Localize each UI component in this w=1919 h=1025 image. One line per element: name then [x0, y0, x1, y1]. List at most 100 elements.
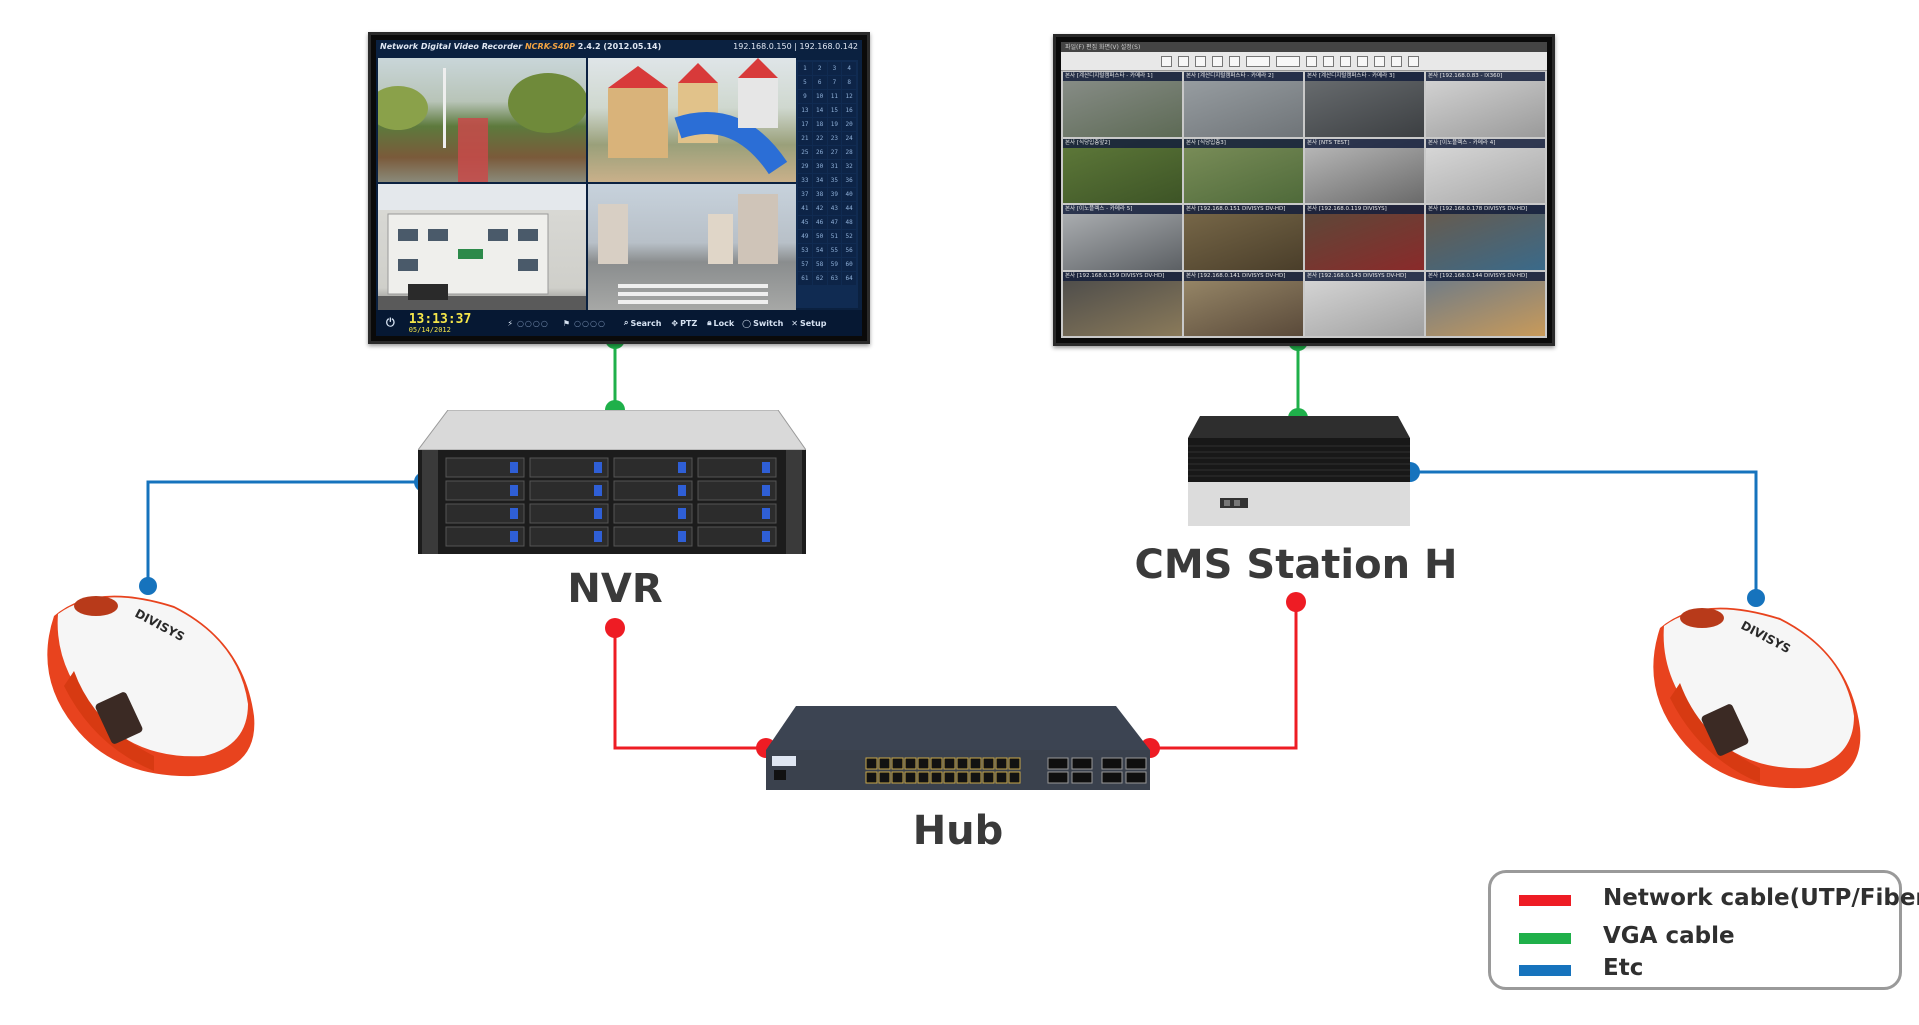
record-icon[interactable] — [1340, 55, 1351, 67]
add-icon[interactable] — [1408, 55, 1419, 67]
switch-menu[interactable]: Switch — [753, 318, 784, 328]
setup-menu[interactable]: Setup — [799, 318, 827, 328]
nvr-channel-button[interactable]: 31 — [827, 160, 842, 173]
nvr-channel-button[interactable]: 22 — [812, 132, 827, 145]
rotate-icon[interactable] — [1306, 55, 1317, 67]
nvr-channel-button[interactable]: 25 — [798, 146, 812, 159]
layout-9-icon[interactable] — [1195, 55, 1206, 67]
nvr-channel-button[interactable]: 4 — [842, 62, 856, 75]
layout-16-icon[interactable] — [1212, 55, 1223, 67]
nvr-channel-button[interactable]: 50 — [812, 230, 827, 243]
nvr-channel-button[interactable]: 3 — [827, 62, 842, 75]
nvr-channel-button[interactable]: 8 — [842, 76, 856, 89]
nvr-channel-button[interactable]: 56 — [842, 244, 856, 257]
nvr-camera-view-1[interactable] — [378, 58, 586, 182]
page-stepper-icon[interactable] — [1246, 55, 1270, 67]
ptz-menu[interactable]: PTZ — [680, 318, 698, 328]
nvr-channel-button[interactable]: 41 — [798, 202, 812, 215]
cms-camera-tile[interactable]: 본사 [이노플렉스 - 카메라 4] — [1426, 138, 1545, 203]
nvr-channel-button[interactable]: 40 — [842, 188, 856, 201]
nvr-channel-button[interactable]: 24 — [842, 132, 856, 145]
nvr-channel-button[interactable]: 55 — [827, 244, 842, 257]
setup-icon[interactable]: ✕ — [791, 318, 798, 328]
split-stepper-icon[interactable] — [1276, 55, 1300, 67]
search-icon[interactable]: ⌕ — [623, 318, 629, 327]
cms-camera-tile[interactable]: 본사 [192.168.0.83 - IX360] — [1426, 72, 1545, 137]
nvr-channel-button[interactable]: 9 — [798, 90, 812, 103]
nvr-channel-button[interactable]: 48 — [842, 216, 856, 229]
nvr-channel-button[interactable]: 26 — [812, 146, 827, 159]
nvr-channel-button[interactable]: 21 — [798, 132, 812, 145]
layout-25-icon[interactable] — [1229, 55, 1240, 67]
cms-camera-tile[interactable]: 본사 [192.168.0.144 DIVISYS DV-HD] — [1426, 271, 1545, 336]
cms-camera-tile[interactable]: 본사 [192.168.0.151 DIVISYS DV-HD] — [1184, 205, 1303, 270]
nvr-channel-button[interactable]: 43 — [827, 202, 842, 215]
snapshot-icon[interactable] — [1357, 55, 1368, 67]
nvr-channel-button[interactable]: 46 — [812, 216, 827, 229]
nvr-channel-button[interactable]: 11 — [827, 90, 842, 103]
cms-camera-tile[interactable]: 본사 [192.168.0.141 DIVISYS DV-HD] — [1184, 271, 1303, 336]
cms-camera-tile[interactable]: 본사 [192.168.0.178 DIVISYS DV-HD] — [1426, 205, 1545, 270]
relay-icon[interactable]: ⚑ — [562, 318, 571, 328]
nvr-channel-button[interactable]: 36 — [842, 174, 856, 187]
nvr-channel-button[interactable]: 29 — [798, 160, 812, 173]
nvr-channel-button[interactable]: 62 — [812, 272, 827, 285]
nvr-channel-button[interactable]: 44 — [842, 202, 856, 215]
nvr-channel-button[interactable]: 35 — [827, 174, 842, 187]
nvr-channel-button[interactable]: 64 — [842, 272, 856, 285]
nvr-channel-button[interactable]: 38 — [812, 188, 827, 201]
cms-camera-tile[interactable]: 본사 [식당입층3] — [1184, 138, 1303, 203]
nvr-channel-button[interactable]: 2 — [812, 62, 827, 75]
nvr-camera-view-2[interactable] — [588, 58, 796, 182]
alarm-icon[interactable]: ⚡ — [507, 318, 513, 328]
cms-camera-tile[interactable]: 본사 [NTS TEST] — [1305, 138, 1424, 203]
power-icon[interactable]: ⏻ — [386, 316, 395, 329]
nvr-channel-button[interactable]: 45 — [798, 216, 812, 229]
cms-camera-tile[interactable]: 본사 [192.168.0.119 DIVISYS] — [1305, 205, 1424, 270]
nvr-camera-view-3[interactable] — [378, 184, 586, 314]
nvr-channel-button[interactable]: 34 — [812, 174, 827, 187]
fullscreen-icon[interactable] — [1323, 55, 1334, 67]
nvr-channel-button[interactable]: 37 — [798, 188, 812, 201]
nvr-channel-button[interactable]: 54 — [812, 244, 827, 257]
nvr-channel-button[interactable]: 47 — [827, 216, 842, 229]
nvr-channel-button[interactable]: 61 — [798, 272, 812, 285]
nvr-channel-button[interactable]: 13 — [798, 104, 812, 117]
nvr-channel-button[interactable]: 20 — [842, 118, 856, 131]
nvr-channel-button[interactable]: 53 — [798, 244, 812, 257]
cms-camera-tile[interactable]: 본사 [식당입층앞2] — [1063, 138, 1182, 203]
settings-icon[interactable] — [1374, 55, 1385, 67]
cms-camera-tile[interactable]: 본사 [계산디지털캠퍼스타 - 카메라 1] — [1063, 72, 1182, 137]
cms-camera-tile[interactable]: 본사 [192.168.0.159 DIVISYS DV-HD] — [1063, 271, 1182, 336]
layout-4-icon[interactable] — [1178, 55, 1189, 67]
nvr-channel-button[interactable]: 5 — [798, 76, 812, 89]
nvr-channel-button[interactable]: 51 — [827, 230, 842, 243]
nvr-channel-button[interactable]: 49 — [798, 230, 812, 243]
lock-icon[interactable]: 🔒︎ — [707, 318, 712, 327]
nvr-channel-button[interactable]: 10 — [812, 90, 827, 103]
nvr-channel-button[interactable]: 15 — [827, 104, 842, 117]
nvr-channel-button[interactable]: 18 — [812, 118, 827, 131]
cms-camera-tile[interactable]: 본사 [계산디지털캠퍼스타 - 카메라 3] — [1305, 72, 1424, 137]
nvr-channel-button[interactable]: 32 — [842, 160, 856, 173]
nvr-channel-button[interactable]: 60 — [842, 258, 856, 271]
lock-menu[interactable]: Lock — [713, 318, 735, 328]
nvr-channel-button[interactable]: 7 — [827, 76, 842, 89]
nvr-channel-button[interactable]: 30 — [812, 160, 827, 173]
nvr-channel-button[interactable]: 14 — [812, 104, 827, 117]
nvr-channel-button[interactable]: 19 — [827, 118, 842, 131]
nvr-camera-view-4[interactable] — [588, 184, 796, 314]
nvr-channel-button[interactable]: 6 — [812, 76, 827, 89]
cms-camera-tile[interactable]: 본사 [계산디지털캠퍼스타 - 카메라 2] — [1184, 72, 1303, 137]
nvr-channel-button[interactable]: 57 — [798, 258, 812, 271]
ptz-icon[interactable]: ✥ — [671, 318, 679, 328]
layout-1-icon[interactable] — [1161, 55, 1172, 67]
zoom-icon[interactable] — [1391, 55, 1402, 67]
nvr-channel-button[interactable]: 39 — [827, 188, 842, 201]
nvr-channel-button[interactable]: 33 — [798, 174, 812, 187]
nvr-channel-button[interactable]: 16 — [842, 104, 856, 117]
nvr-channel-button[interactable]: 63 — [827, 272, 842, 285]
nvr-channel-button[interactable]: 1 — [798, 62, 812, 75]
switch-icon[interactable]: ◯ — [742, 318, 752, 328]
nvr-channel-button[interactable]: 17 — [798, 118, 812, 131]
